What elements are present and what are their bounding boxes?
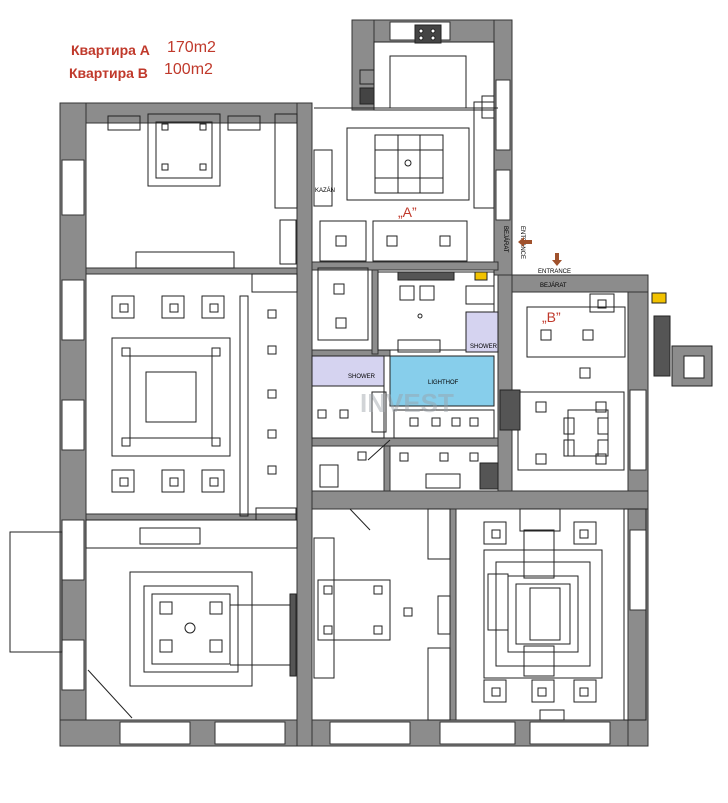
legend-apt-b-area: 100m2 xyxy=(164,61,213,78)
legend-apt-a-label: Квартира А xyxy=(71,42,150,58)
label-lighthof: LIGHTHOF xyxy=(428,380,459,386)
ceiling-panels-a xyxy=(317,220,468,341)
interior-walls xyxy=(85,261,499,721)
bedroom-bottom-left xyxy=(9,507,298,719)
legend-apt-a-area: 170m2 xyxy=(167,39,216,56)
entrance-arrow-down-icon xyxy=(552,253,562,266)
dining-area xyxy=(313,101,498,209)
label-apartment-a: „A” xyxy=(398,204,417,220)
shower-cabin-b xyxy=(311,355,385,387)
entrance-arrows xyxy=(518,237,562,266)
lower-a-rooms xyxy=(311,385,499,490)
legend-apt-b-label: Квартира В xyxy=(69,65,148,81)
apartment-b xyxy=(499,292,713,471)
living-room-right xyxy=(483,508,647,721)
label-bejarat-top: BEJÁRAT xyxy=(540,282,567,289)
label-apartment-b: „B” xyxy=(542,309,561,325)
bedroom-bottom-middle xyxy=(313,508,451,721)
label-entrance-top: ENTRANCE xyxy=(538,269,571,275)
bedroom-top-left xyxy=(107,113,298,269)
label-bejarat-side: BEJÁRAT xyxy=(502,226,509,253)
legend-apartment-b: Квартира В 100m2 xyxy=(69,61,269,81)
label-shower-1: SHOWER xyxy=(470,344,498,350)
legend-apartment-a: Квартира А 170m2 xyxy=(71,39,271,58)
lighthof xyxy=(389,355,495,407)
shower-cabin-a xyxy=(465,311,499,353)
bathroom-a xyxy=(377,271,495,353)
label-shower-2: SHOWER xyxy=(348,374,376,380)
watermark: INVEST xyxy=(360,388,454,418)
living-room-left xyxy=(111,273,298,517)
label-kazan: KAZÁN xyxy=(315,187,335,194)
entrance-arrow-left-icon xyxy=(518,237,532,247)
